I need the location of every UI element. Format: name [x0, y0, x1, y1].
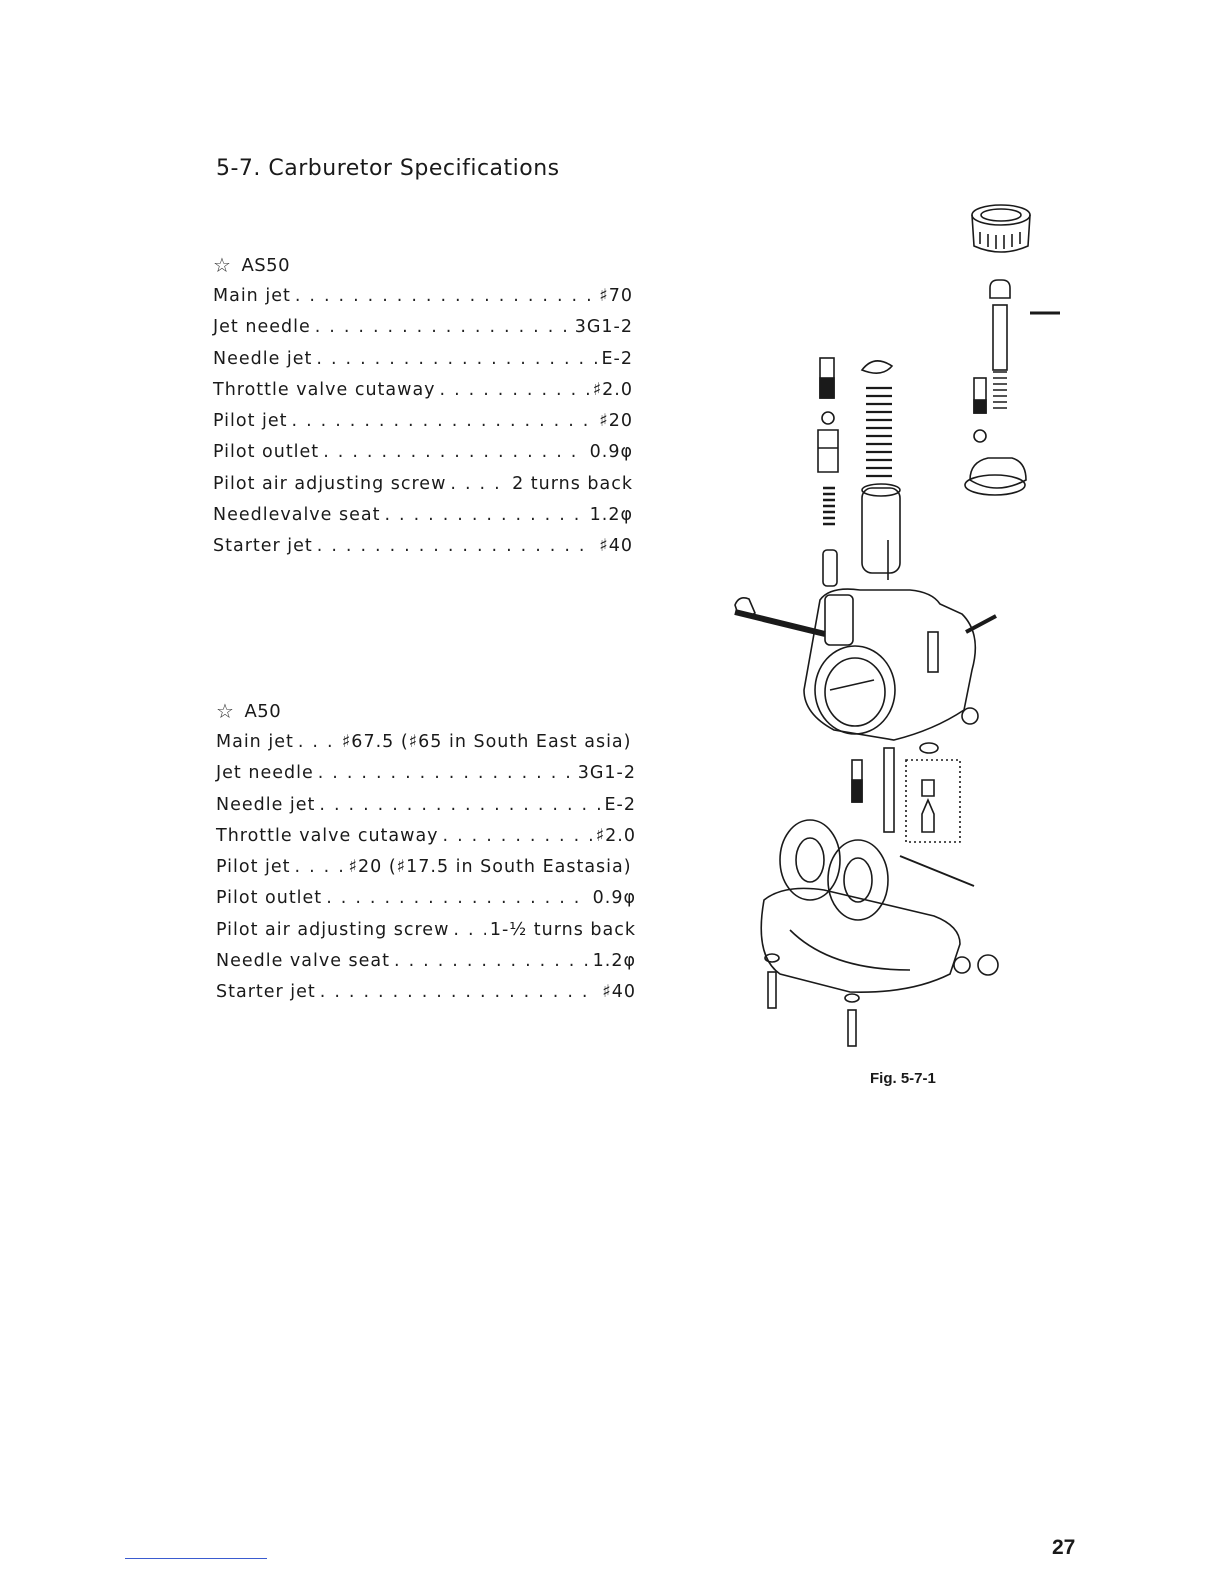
spec-label: Needle jet — [213, 348, 313, 369]
dot-leader: ........................................… — [319, 794, 600, 815]
spec-row: Jet needle..............................… — [213, 317, 633, 348]
dot-leader: ........................................… — [316, 348, 597, 369]
spec-row: Starter jet.............................… — [216, 982, 636, 1013]
spec-row: Starter jet.............................… — [213, 536, 633, 567]
carburetor-exploded-diagram — [734, 204, 1060, 1047]
spec-value: 3G1-2 — [577, 763, 636, 784]
spec-label: Pilot air adjusting screw — [213, 473, 447, 494]
spec-row: Throttle valve cutaway..................… — [216, 826, 636, 857]
dot-leader: ........................................… — [319, 982, 598, 1003]
spec-value: ♯67.5 (♯65 in South East asia) — [341, 732, 632, 752]
dot-leader: ....... — [297, 732, 338, 752]
float-chamber — [760, 819, 999, 993]
page-title: 5-7. Carburetor Specifications — [216, 156, 560, 181]
spec-label: Throttle valve cutaway — [216, 825, 439, 846]
dot-leader: ........................................… — [314, 317, 571, 338]
dot-leader: ........................................… — [326, 888, 589, 909]
dot-leader: ........................................… — [442, 825, 592, 846]
dot-leader: ........................................… — [323, 442, 586, 463]
spec-label: Needle valve seat — [216, 951, 391, 972]
spec-row: Throttle valve cutaway..................… — [213, 380, 633, 411]
spec-label: Jet needle — [213, 317, 311, 338]
star-icon: ☆ — [216, 699, 235, 723]
spec-label: Throttle valve cutaway — [213, 379, 436, 400]
section-title: AS50 — [241, 254, 291, 276]
spec-row: Pilot air adjusting screw...............… — [213, 474, 633, 505]
spec-value: ♯40 — [599, 536, 633, 557]
section-heading: ☆ AS50 — [213, 250, 633, 280]
section-title: A50 — [244, 700, 282, 722]
section-heading: ☆ A50 — [216, 696, 636, 726]
spec-value: E-2 — [601, 348, 633, 369]
spec-row: Needle jet..............................… — [213, 349, 633, 380]
spec-value: ♯20 — [599, 411, 633, 432]
spec-value: 0.9φ — [592, 888, 636, 909]
spec-row: Pilot jet...............................… — [213, 411, 633, 442]
dot-leader: ......... — [294, 857, 345, 878]
spec-row: Pilot air adjusting screw...............… — [216, 920, 636, 951]
dot-leader: ........................................… — [291, 411, 596, 432]
spec-section-a50: ☆ A50 Main jet.......♯67.5 (♯65 in South… — [216, 696, 636, 1014]
spec-label: Pilot jet — [216, 857, 291, 878]
dot-leader: ........................................… — [317, 763, 574, 784]
spec-row: Needlevalve seat........................… — [213, 505, 633, 536]
carburetor-body — [734, 588, 997, 741]
spec-value: E-2 — [604, 794, 636, 815]
spec-value: 1.2φ — [589, 505, 633, 526]
spec-value: 1.2φ — [592, 951, 636, 972]
spec-value: ♯70 — [599, 286, 633, 306]
dot-leader: ........................................… — [316, 536, 595, 557]
spec-label: Jet needle — [216, 763, 314, 784]
page-number: 27 — [1052, 1536, 1076, 1559]
jet-parts — [851, 742, 961, 843]
spec-row: Needle valve seat.......................… — [216, 951, 636, 982]
throttle-valve-spring — [860, 360, 901, 580]
spec-label: Main jet — [216, 732, 294, 752]
chamber-screws — [764, 953, 860, 1047]
spec-label: Pilot air adjusting screw — [216, 919, 450, 940]
spec-label: Needle jet — [216, 794, 316, 815]
spec-row: Needle jet..............................… — [216, 795, 636, 826]
spec-row: Pilot outlet............................… — [213, 442, 633, 473]
dot-leader: ........................................… — [450, 473, 509, 494]
spec-label: Needlevalve seat — [213, 505, 381, 526]
spec-value: 2 turns back — [512, 473, 633, 494]
spec-row: Main jet................................… — [213, 286, 633, 317]
top-cap — [971, 204, 1031, 253]
spec-row: Pilot outlet............................… — [216, 888, 636, 919]
spec-value: ♯2.0 — [592, 379, 633, 400]
spec-value: ♯2.0 — [595, 825, 636, 846]
left-screw-parts — [817, 357, 839, 587]
spec-section-as50: ☆ AS50 Main jet.........................… — [213, 250, 633, 568]
spec-row: Jet needle..............................… — [216, 763, 636, 794]
cable-adjuster — [989, 279, 1060, 409]
spec-row: Pilot jet.........♯20 (♯17.5 in South Ea… — [216, 857, 636, 888]
star-icon: ☆ — [213, 253, 232, 277]
spec-label: Pilot jet — [213, 411, 288, 432]
footer-rule — [125, 1558, 267, 1559]
spec-label: Starter jet — [213, 536, 313, 557]
dot-leader: ........................................… — [453, 919, 485, 940]
spec-value: ♯40 — [602, 982, 636, 1003]
spec-value: ♯20 (♯17.5 in South Eastasia) — [348, 857, 632, 878]
spec-label: Starter jet — [216, 982, 316, 1003]
spec-value: 0.9φ — [589, 442, 633, 463]
spec-label: Pilot outlet — [213, 442, 320, 463]
dot-leader: ........................................… — [384, 505, 586, 526]
dot-leader: ........................................… — [394, 951, 589, 972]
spec-value: 3G1-2 — [574, 317, 633, 338]
spec-label: Pilot outlet — [216, 888, 323, 909]
dot-leader: ........................................… — [439, 379, 589, 400]
spec-value: 1-½ turns back — [489, 919, 636, 940]
spec-row: Main jet.......♯67.5 (♯65 in South East … — [216, 732, 636, 763]
spec-label: Main jet — [213, 286, 291, 306]
dot-leader: ........................................… — [294, 286, 595, 306]
figure-caption: Fig. 5-7-1 — [870, 1070, 936, 1087]
throttle-stop-parts — [964, 377, 1027, 496]
